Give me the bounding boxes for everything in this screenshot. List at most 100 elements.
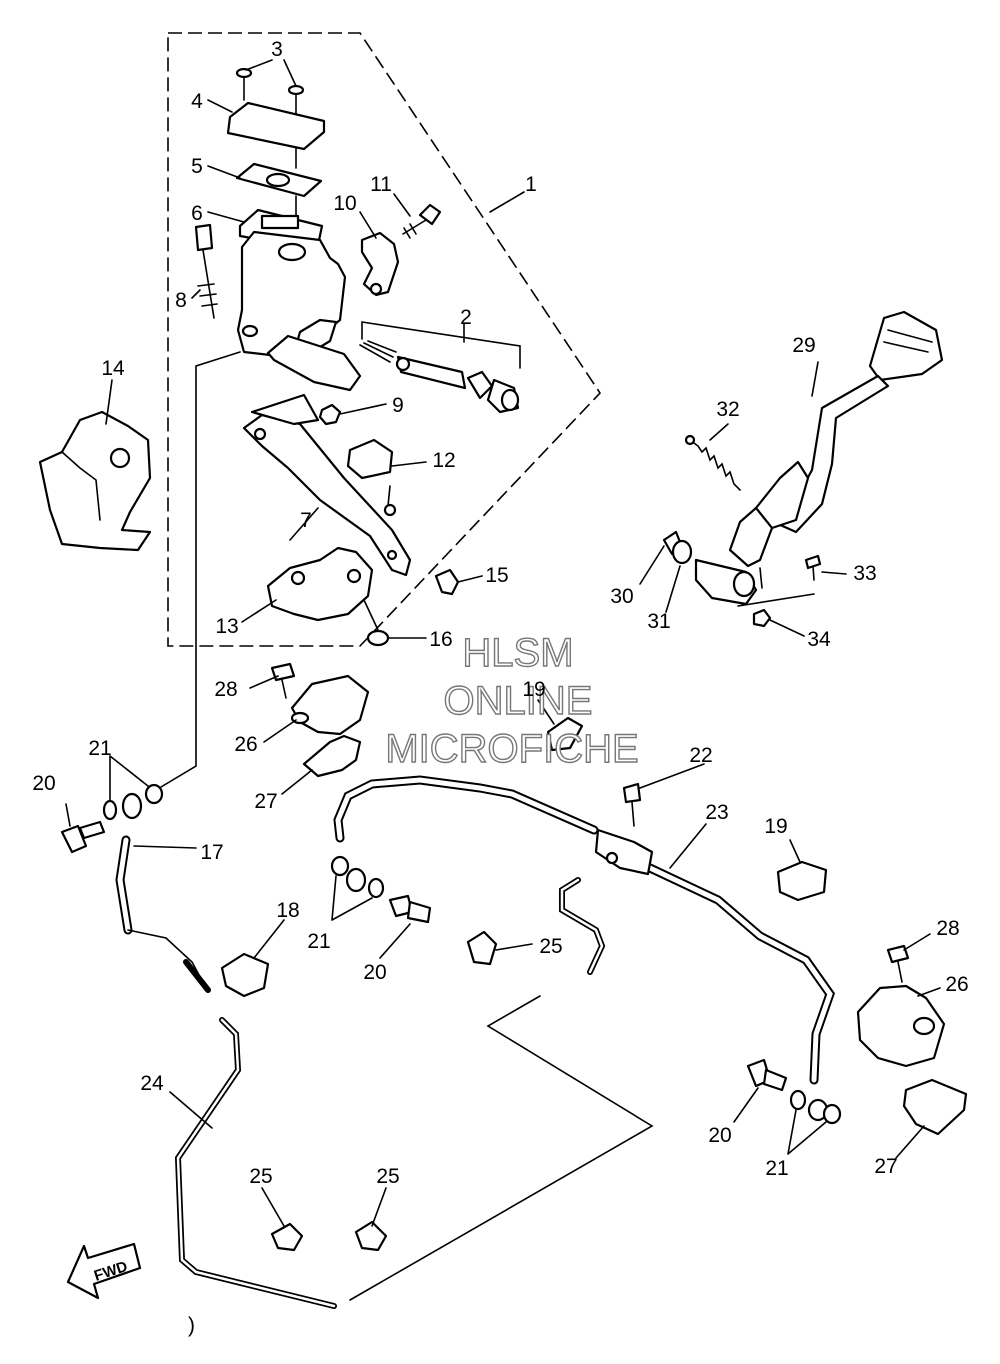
diaphragm-plate-5: [235, 162, 323, 198]
holder-13: [266, 546, 374, 622]
callout-23: 23: [705, 801, 728, 824]
washer-21-mid-b: [367, 877, 385, 899]
bolt-8: [194, 223, 218, 319]
callout-24: 24: [140, 1072, 164, 1095]
callout-16: 16: [429, 628, 452, 651]
cover-14: [38, 410, 152, 552]
washer-21-left-b: [144, 783, 164, 805]
callout-26-top: 26: [234, 733, 257, 756]
washer-21-right-a: [789, 1089, 807, 1111]
piston-kit-2: [359, 340, 520, 414]
banjo-bolt-20-mid: [388, 894, 432, 924]
callout-10: 10: [333, 192, 356, 215]
fwd-arrow-icon: FWD: [66, 1242, 142, 1300]
pin-15: [434, 568, 460, 596]
leader-lines: [65, 59, 941, 1227]
brake-hose-lower: [645, 863, 836, 1085]
banjo-bolt-20-left: [60, 820, 106, 854]
callout-12: 12: [432, 449, 455, 472]
nut-9: [318, 403, 342, 426]
callout-20-left: 20: [32, 772, 55, 795]
callout-14: 14: [101, 357, 125, 380]
callout-30: 30: [610, 585, 633, 608]
watermark-line-3: MICROFICHE: [385, 727, 638, 771]
clamp-10: [360, 231, 400, 297]
callout-11: 11: [370, 173, 392, 196]
plate-27-top: [302, 734, 362, 778]
callout-31: 31: [647, 610, 670, 633]
callout-21-left: 21: [88, 737, 111, 760]
callout-4: 4: [191, 90, 203, 113]
callout-19-top: 19: [522, 678, 545, 701]
clip-25-right: [354, 1220, 388, 1252]
callout-17: 17: [200, 841, 223, 864]
clamp-19-top: [546, 716, 584, 752]
clamp-19-right: [776, 860, 828, 902]
reservoir-cap-4: [226, 101, 326, 151]
clamp-18: [220, 952, 270, 998]
stray-mark: ): [188, 1314, 195, 1337]
callout-32: 32: [716, 398, 739, 421]
callout-21-mid: 21: [307, 930, 330, 953]
callout-34: 34: [807, 628, 831, 651]
callout-1: 1: [525, 173, 537, 196]
callout-27-top: 27: [254, 790, 277, 813]
callout-19-right: 19: [764, 815, 787, 838]
bolt-33: [804, 554, 822, 581]
brake-pipe-24: [174, 1017, 337, 1309]
callout-25-mid: 25: [539, 935, 562, 958]
callout-2: 2: [460, 306, 472, 329]
spring-32: [684, 434, 741, 491]
washer-16: [366, 629, 390, 647]
clip-25-left: [270, 1222, 304, 1252]
watermark-line-2: ONLINE: [444, 679, 593, 723]
watermark-line-1: HLSM: [462, 631, 573, 675]
callout-27-right: 27: [874, 1155, 897, 1178]
callout-33: 33: [853, 562, 876, 585]
switch-12: [346, 438, 397, 517]
callout-25-right: 25: [376, 1165, 399, 1188]
plate-27-right: [902, 1078, 968, 1136]
bolt-11: [402, 203, 442, 239]
callout-7: 7: [300, 509, 312, 532]
washer-31: [671, 539, 693, 565]
callout-6: 6: [191, 202, 203, 225]
callout-28-top: 28: [214, 678, 237, 701]
bracket-2: [361, 321, 521, 369]
callout-26-right: 26: [945, 973, 968, 996]
clip-25-mid: [466, 930, 498, 966]
master-cylinder-body: [236, 230, 362, 392]
callout-28-right: 28: [936, 917, 959, 940]
callout-5: 5: [191, 155, 203, 178]
callout-8: 8: [175, 289, 187, 312]
callout-18: 18: [276, 899, 299, 922]
washer-21-right-b: [822, 1103, 842, 1125]
callout-22: 22: [689, 744, 712, 767]
banjo-bolt-20-right: [746, 1058, 788, 1092]
callout-20-right: 20: [708, 1124, 731, 1147]
screw-3-right: [287, 84, 305, 117]
washer-21-left-a: [102, 799, 118, 821]
banjo-fitting-mid: [345, 867, 367, 893]
nut-34: [752, 608, 772, 628]
assembly-boundary: [167, 32, 602, 647]
bolt-22: [622, 782, 642, 827]
junction-block-23: [594, 828, 654, 876]
bracket-26-top: [290, 674, 370, 736]
bolt-28-top: [270, 662, 296, 699]
watermark: HLSM ONLINE MICROFICHE: [385, 630, 640, 771]
callout-29: 29: [792, 334, 815, 357]
lever-7: [242, 393, 412, 577]
callout-25-left: 25: [249, 1165, 272, 1188]
brake-pedal-29: [694, 310, 944, 606]
callout-9: 9: [392, 394, 404, 417]
bolt-28-right: [886, 944, 910, 983]
bracket-26-right: [856, 984, 946, 1068]
callout-labels: 1 2 3 4 5 6 7 8 9 10 11 12 13 14 15 16 1…: [32, 38, 968, 1188]
line-brake-hose-main: [333, 775, 599, 843]
screw-3-left: [235, 67, 253, 101]
callout-15: 15: [485, 564, 508, 587]
callout-13: 13: [215, 615, 238, 638]
washer-21-mid-a: [330, 855, 350, 877]
